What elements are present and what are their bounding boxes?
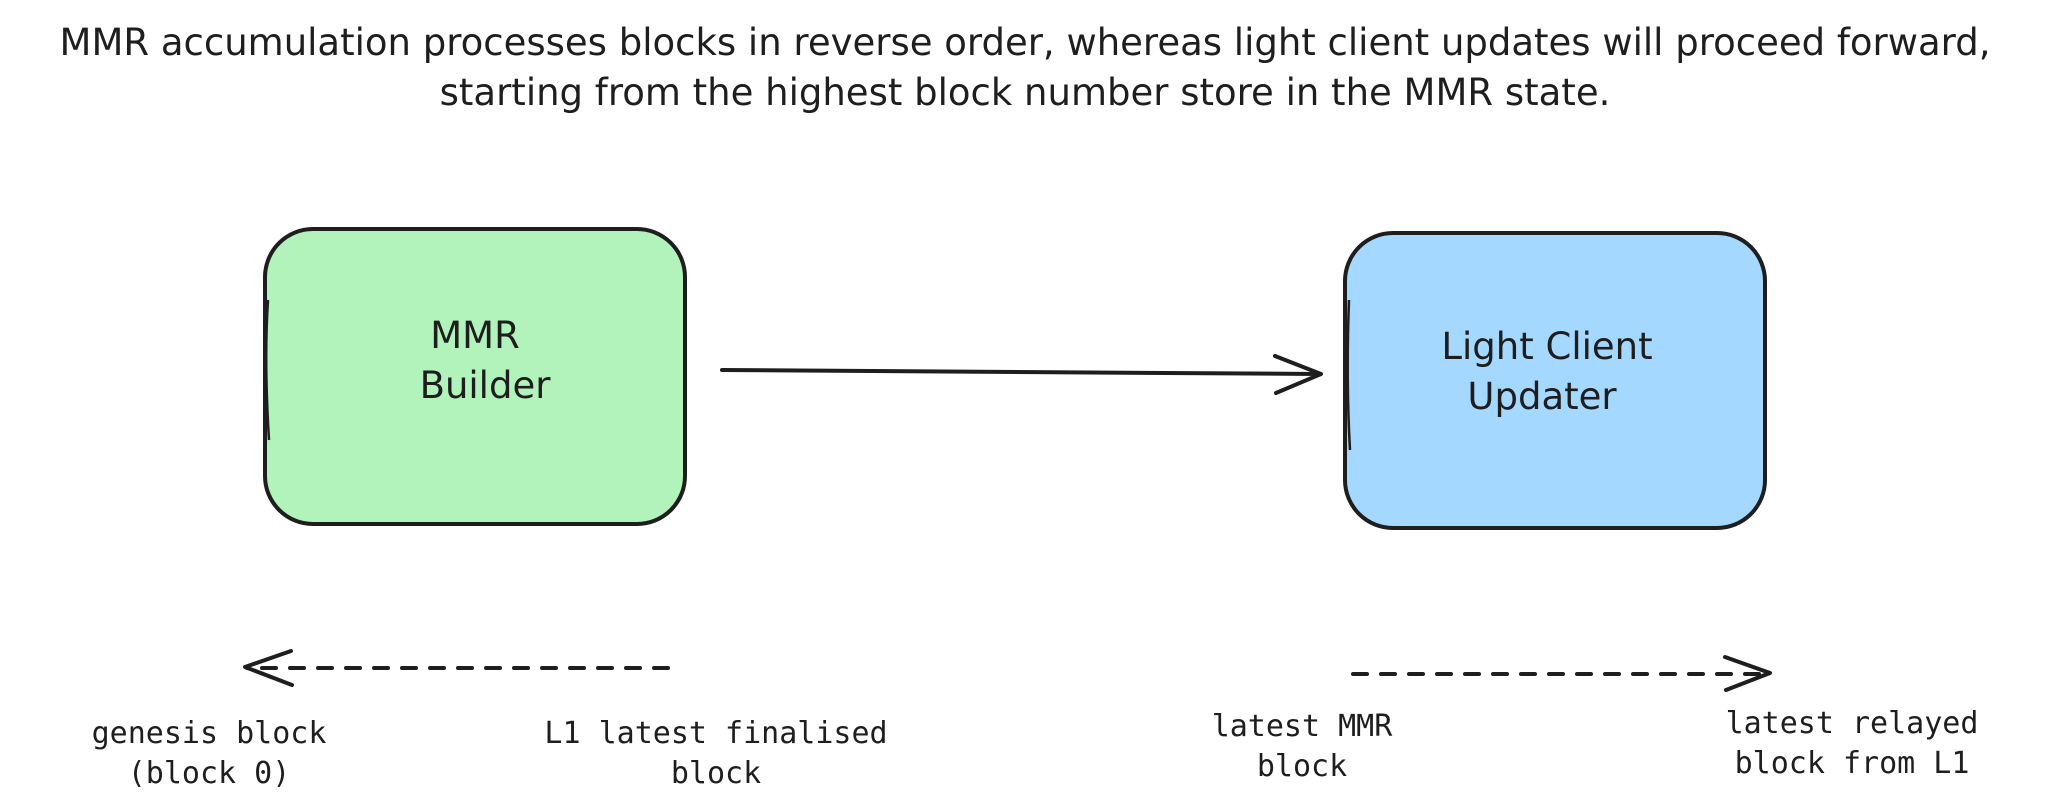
light-client-updater-box (1343, 231, 1767, 530)
reverse-order-dashed-arrow (243, 649, 670, 687)
forward-order-dashed-arrow (1351, 655, 1772, 692)
genesis-block-label-line-2: (block 0) (128, 756, 291, 791)
l1-latest-finalised-label-line-2: block (671, 756, 761, 791)
diagram-title-line-2: starting from the highest block number s… (440, 71, 1611, 114)
forward-order-arrowhead (1723, 655, 1772, 692)
reverse-order-arrowhead (243, 649, 294, 687)
mmr-builder-label-line-2: Builder (420, 364, 552, 407)
light-client-updater-sketch-stroke (1346, 299, 1352, 451)
light-client-updater-label-line-2: Updater (1467, 375, 1617, 418)
mmr-builder-label-line-1: MMR (430, 314, 520, 357)
mmr-builder-node: MMR Builder (263, 227, 687, 526)
builder-to-updater-arrow (720, 354, 1323, 395)
diagram-title-line-1: MMR accumulation processes blocks in rev… (60, 21, 1991, 64)
latest-relayed-block-label-line-1: latest relayed (1726, 706, 1979, 741)
genesis-block-label-line-1: genesis block (92, 716, 327, 751)
latest-relayed-block-label-line-2: block from L1 (1735, 746, 1970, 781)
latest-mmr-block-label-line-1: latest MMR (1212, 709, 1394, 744)
mmr-builder-box (263, 227, 687, 526)
light-client-updater-label-line-1: Light Client (1441, 325, 1652, 368)
builder-to-updater-arrowhead (1273, 354, 1323, 395)
latest-mmr-block-label-line-2: block (1257, 749, 1347, 784)
light-client-updater-node: Light Client Updater (1343, 231, 1767, 530)
builder-to-updater-arrow-shaft (720, 368, 1322, 376)
mmr-builder-sketch-stroke (264, 299, 271, 441)
l1-latest-finalised-label-line-1: L1 latest finalised (544, 716, 887, 751)
